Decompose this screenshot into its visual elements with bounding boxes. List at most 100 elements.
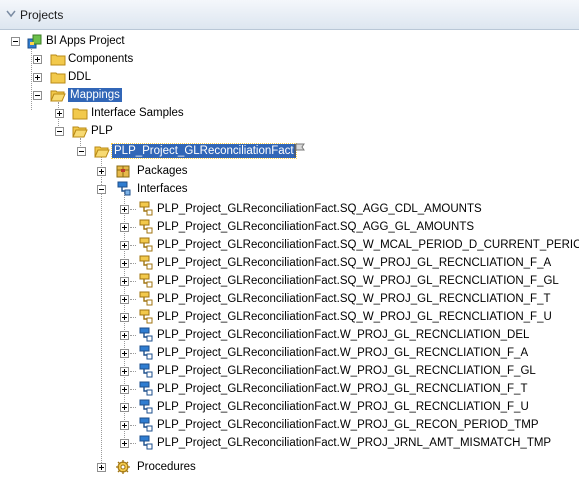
interface-icon [139,345,153,360]
tree-label: Packages [137,165,188,177]
tree-node-interfaces[interactable]: Interfaces [0,180,579,198]
tree-label: PLP [91,125,113,137]
tree-label: PLP_Project_GLReconciliationFact.W_PROJ_… [157,383,528,395]
interface-icon [139,363,153,378]
temporary-interface-icon [139,273,153,288]
interface-item[interactable]: PLP_Project_GLReconciliationFact.SQ_W_MC… [0,236,579,254]
open-folder-icon [50,90,66,102]
expand-toggle[interactable] [120,403,129,412]
temporary-interface-icon [139,309,153,324]
tree-node-components[interactable]: Components [0,50,579,68]
expand-toggle[interactable] [120,367,129,376]
tree-node-mappings[interactable]: Mappings [0,86,579,104]
expand-toggle[interactable] [120,385,129,394]
tree-label: Interface Samples [91,107,184,119]
tree-label: PLP_Project_GLReconciliationFact.SQ_W_PR… [157,311,552,323]
tree-label: Interfaces [137,183,188,195]
expand-toggle[interactable] [120,349,129,358]
expand-toggle[interactable] [33,55,42,64]
project-tree: BI Apps Project Components DDL Mappings … [0,30,579,484]
collapse-toggle[interactable] [77,147,86,156]
tree-guide-line [130,425,136,426]
interface-item[interactable]: PLP_Project_GLReconciliationFact.SQ_W_PR… [0,254,579,272]
interface-item[interactable]: PLP_Project_GLReconciliationFact.W_PROJ_… [0,344,579,362]
tree-label: Procedures [137,461,196,473]
open-folder-icon [72,126,88,138]
tree-guide-line [31,44,32,110]
interface-item[interactable]: PLP_Project_GLReconciliationFact.SQ_W_PR… [0,290,579,308]
interface-item[interactable]: PLP_Project_GLReconciliationFact.W_PROJ_… [0,362,579,380]
expand-toggle[interactable] [120,205,129,214]
tree-guide-line [130,209,136,210]
interface-item[interactable]: PLP_Project_GLReconciliationFact.SQ_W_PR… [0,308,579,326]
tree-guide-line [130,317,136,318]
temporary-interface-icon [139,219,153,234]
expand-toggle[interactable] [120,295,129,304]
tree-node-interface-samples[interactable]: Interface Samples [0,104,579,122]
collapse-toggle[interactable] [11,37,20,46]
folder-icon [72,108,88,120]
interface-item[interactable]: PLP_Project_GLReconciliationFact.W_PROJ_… [0,416,579,434]
expand-toggle[interactable] [120,313,129,322]
tree-guide-line [130,263,136,264]
collapse-toggle[interactable] [97,185,106,194]
tree-node-ddl[interactable]: DDL [0,68,579,86]
tree-guide-line [130,335,136,336]
expand-toggle[interactable] [55,109,64,118]
expand-toggle[interactable] [120,241,129,250]
collapse-toggle[interactable] [33,91,42,100]
tree-label: PLP_Project_GLReconciliationFact.SQ_W_MC… [157,239,579,251]
tree-guide-line [130,353,136,354]
tree-guide-line [101,182,102,465]
interface-icon [139,327,153,342]
tree-node-plp-project[interactable]: PLP_Project_GLReconciliationFact [0,142,579,160]
tree-label: PLP_Project_GLReconciliationFact.W_PROJ_… [157,365,536,377]
tree-label: PLP_Project_GLReconciliationFact.W_PROJ_… [157,329,530,341]
tree-guide-line [130,407,136,408]
interface-icon [139,381,153,396]
expand-toggle[interactable] [120,421,129,430]
tree-label: PLP_Project_GLReconciliationFact.W_PROJ_… [157,419,539,431]
tree-label: PLP_Project_GLReconciliationFact.SQ_W_PR… [157,275,559,287]
panel-title: Projects [20,8,64,22]
tree-label: DDL [68,71,92,83]
collapse-chevron-icon[interactable] [6,10,16,18]
tree-node-plp[interactable]: PLP [0,122,579,140]
tree-label: Components [68,53,134,65]
expand-toggle[interactable] [97,167,106,176]
tree-label: PLP_Project_GLReconciliationFact.W_PROJ_… [157,347,529,359]
tree-node-packages[interactable]: Packages [0,162,579,180]
tree-node-bi-apps-project[interactable]: BI Apps Project [0,32,579,50]
expand-toggle[interactable] [120,259,129,268]
tree-label: PLP_Project_GLReconciliationFact.SQ_AGG_… [157,221,475,233]
interface-item[interactable]: PLP_Project_GLReconciliationFact.SQ_W_PR… [0,272,579,290]
tree-guide-line [130,371,136,372]
package-icon [116,165,130,178]
interface-icon [139,435,153,450]
folder-icon [50,54,66,66]
interface-item[interactable]: PLP_Project_GLReconciliationFact.SQ_AGG_… [0,218,579,236]
tree-label: PLP_Project_GLReconciliationFact.SQ_AGG_… [157,203,482,215]
collapse-toggle[interactable] [55,127,64,136]
expand-toggle[interactable] [97,463,106,472]
tree-label: Mappings [68,88,122,102]
interface-item[interactable]: PLP_Project_GLReconciliationFact.SQ_AGG_… [0,200,579,218]
tree-guide-line [130,227,136,228]
tree-node-procedures[interactable]: Procedures [0,458,579,476]
expand-toggle[interactable] [120,331,129,340]
expand-toggle[interactable] [120,223,129,232]
interface-icon [139,417,153,432]
tree-guide-line [130,389,136,390]
expand-toggle[interactable] [120,277,129,286]
gear-icon [116,460,130,474]
expand-toggle[interactable] [33,73,42,82]
interface-item[interactable]: PLP_Project_GLReconciliationFact.W_PROJ_… [0,326,579,344]
tree-label: PLP_Project_GLReconciliationFact.SQ_W_PR… [157,293,551,305]
interface-item[interactable]: PLP_Project_GLReconciliationFact.W_PROJ_… [0,380,579,398]
expand-toggle[interactable] [120,439,129,448]
interface-item[interactable]: PLP_Project_GLReconciliationFact.W_PROJ_… [0,398,579,416]
tree-label: PLP_Project_GLReconciliationFact.SQ_W_PR… [157,257,552,269]
interface-item[interactable]: PLP_Project_GLReconciliationFact.W_PROJ_… [0,434,579,452]
projects-panel-header[interactable]: Projects [0,0,579,30]
temporary-interface-icon [139,237,153,252]
